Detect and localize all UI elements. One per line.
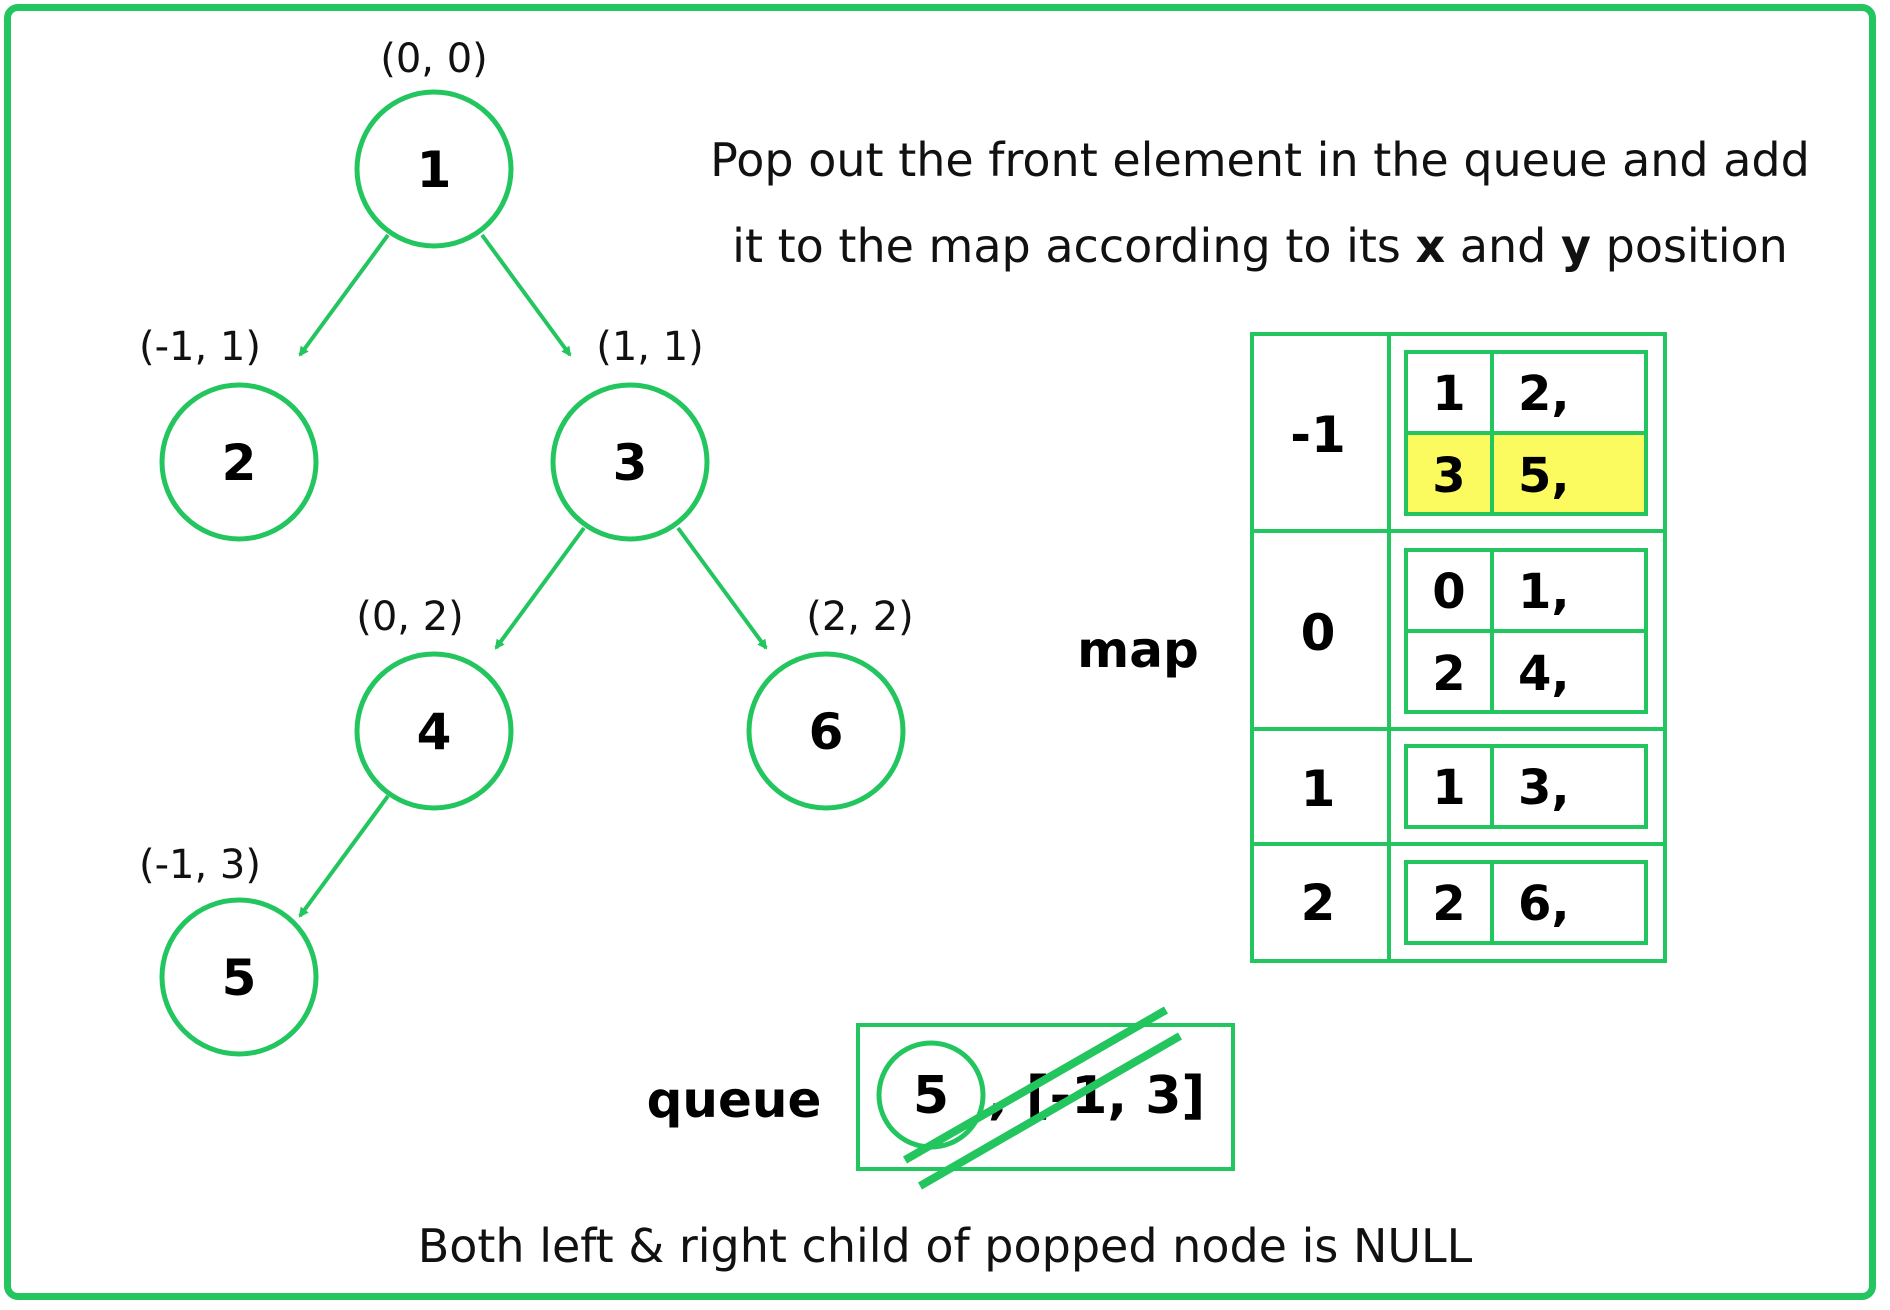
caption-line-1: Pop out the front element in the queue a… [710, 133, 1810, 187]
queue-label: queue [647, 1071, 822, 1129]
map-cell: 0 [1432, 564, 1465, 620]
map-cell: 6, [1518, 876, 1570, 932]
map-key: 2 [1301, 874, 1336, 932]
highlight-fill [1406, 434, 1646, 514]
tree-node: 3 (1, 1) [550, 324, 710, 542]
node-value: 5 [222, 949, 257, 1007]
map-key: 0 [1301, 604, 1336, 662]
edge-1-2 [298, 233, 390, 357]
node-coord: (0, 2) [356, 594, 464, 640]
map-cell: 1, [1518, 564, 1570, 620]
map-row: -1 1 2, 3 5, [1290, 350, 1648, 516]
map-cell: 3, [1518, 760, 1570, 816]
map-row: 2 2 6, [1301, 860, 1648, 945]
node-coord: (0, 0) [380, 36, 488, 82]
edge-4-5 [298, 794, 390, 918]
map-cell: 1 [1432, 366, 1465, 422]
strike-line [903, 1006, 1168, 1164]
footer-note: Both left & right child of popped node i… [418, 1219, 1473, 1273]
node-coord: (-1, 3) [139, 842, 261, 888]
map-row: 1 1 3, [1301, 744, 1648, 829]
caption-line-2: it to the map according to its x and y p… [732, 219, 1788, 273]
map-cell: 2 [1432, 646, 1465, 702]
tree-node: 4 (0, 2) [354, 594, 514, 811]
map-cell: 2, [1518, 366, 1570, 422]
tree-node: 2 (-1, 1) [139, 324, 319, 542]
queue-box: 5 , [-1, 3] [856, 1006, 1235, 1190]
map-key: 1 [1301, 760, 1336, 818]
tree-node: 6 (2, 2) [746, 594, 914, 811]
map-key: -1 [1290, 406, 1346, 464]
queue-node-value: 5 [913, 1066, 949, 1126]
node-value: 6 [809, 703, 844, 761]
map-row: 0 0 1, 2 4, [1301, 548, 1648, 714]
map-outer-border [1250, 332, 1667, 963]
tree-node: 1 (0, 0) [354, 36, 514, 249]
map-cell: 4, [1518, 646, 1570, 702]
map-cell-highlighted: 3 [1432, 448, 1465, 504]
node-value: 2 [222, 434, 257, 492]
node-coord: (-1, 1) [139, 324, 261, 370]
map-table [1250, 332, 1667, 963]
diagram-frame [4, 4, 1876, 1300]
edge-3-6 [676, 526, 768, 650]
edge-1-3 [480, 233, 572, 357]
edge-3-4 [494, 526, 586, 650]
node-coord: (2, 2) [806, 594, 914, 640]
node-value: 1 [417, 141, 452, 199]
map-label: map [1077, 621, 1199, 679]
map-cell-highlighted: 5, [1518, 448, 1570, 504]
tree-node: 5 (-1, 3) [139, 842, 319, 1057]
node-value: 4 [417, 703, 452, 761]
map-cell: 2 [1432, 876, 1465, 932]
strike-line [918, 1032, 1182, 1190]
node-value: 3 [613, 434, 648, 492]
map-cell: 1 [1432, 760, 1465, 816]
node-coord: (1, 1) [596, 324, 704, 370]
tree-edges [298, 233, 768, 918]
